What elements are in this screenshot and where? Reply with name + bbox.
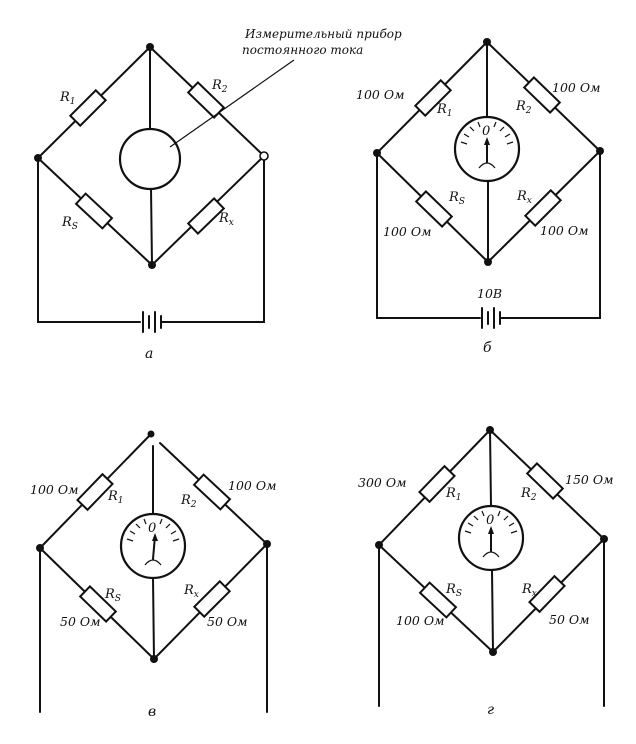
label-rx: Rx (516, 189, 532, 206)
arm-r2 (149, 46, 265, 157)
meter-ticks (126, 518, 180, 542)
arm-r1 (39, 433, 152, 549)
arm-rs (376, 152, 489, 263)
value-rs: 100 Ом (383, 224, 431, 239)
label-rx: Rx (521, 582, 537, 599)
meter-ticks (460, 121, 514, 145)
arm-r1 (37, 46, 151, 159)
label-rs: RS (445, 582, 462, 599)
arm-rs (37, 157, 153, 266)
label-rx: Rx (183, 583, 199, 600)
dc-meter (118, 127, 182, 191)
annotation-leader (169, 59, 295, 148)
value-r1: 100 Ом (356, 87, 404, 102)
meter-zero: 0 (482, 124, 490, 139)
galvanometer: 0 (119, 512, 187, 580)
galvanometer: 0 (457, 504, 525, 572)
label-r2: R2 (180, 493, 197, 510)
label-rs: RS (61, 215, 78, 232)
battery-symbol (481, 307, 501, 329)
bridge-panel-a: Измерительный прибор постоянного тока R1… (34, 27, 402, 362)
caption-d: г (487, 702, 494, 718)
annotation-line1: Измерительный прибор (244, 27, 402, 41)
battery-symbol (142, 311, 162, 333)
value-rx: 100 Ом (540, 223, 588, 238)
value-r1: 100 Ом (30, 482, 78, 497)
arm-r2 (486, 41, 601, 152)
label-r2: R2 (520, 486, 537, 503)
value-r2: 100 Ом (552, 80, 600, 95)
arm-r2 (159, 442, 268, 545)
value-r2: 150 Ом (565, 472, 613, 487)
galvanometer: 0 (453, 115, 521, 183)
value-rx: 50 Ом (207, 614, 248, 629)
caption-c: в (148, 704, 156, 720)
value-rx: 50 Ом (549, 612, 590, 627)
arm-r1 (376, 41, 488, 154)
arm-rs (39, 547, 155, 660)
bridge-panel-b: 0 100 Ом R1 100 Ом R2 RS 100 Ом Rx 100 О… (356, 38, 604, 356)
bridge-panel-d: 0 300 Ом R1 150 Ом R2 RS 100 Ом Rx 50 Ом… (358, 426, 613, 718)
arm-rx (151, 155, 265, 266)
bridge-panel-c: 0 100 Ом R1 100 Ом R2 RS 50 Ом Rx 50 Ом … (30, 430, 276, 720)
caption-a: а (145, 346, 153, 362)
label-r1: R1 (107, 489, 124, 506)
arm-rx (487, 150, 601, 263)
arm-r1 (378, 429, 491, 546)
label-r2: R2 (211, 78, 228, 95)
arm-rx (153, 543, 268, 660)
value-rs: 50 Ом (60, 614, 101, 629)
arm-rx (492, 538, 605, 653)
value-r2: 100 Ом (228, 478, 276, 493)
meter-zero: 0 (148, 521, 156, 536)
arm-r2 (489, 429, 605, 540)
value-r1: 300 Ом (358, 475, 406, 490)
arm-rs (378, 544, 494, 653)
label-rs: RS (104, 587, 121, 604)
label-rx: Rx (218, 211, 234, 228)
battery-voltage: 10В (477, 286, 502, 301)
caption-b: б (483, 340, 492, 356)
label-r2: R2 (515, 99, 532, 116)
label-rs: RS (448, 190, 465, 207)
label-r1: R1 (445, 486, 462, 503)
meter-ticks (464, 510, 518, 534)
meter-zero: 0 (486, 513, 494, 528)
label-r1: R1 (59, 90, 76, 107)
value-rs: 100 Ом (396, 613, 444, 628)
annotation-line2: постоянного тока (242, 43, 363, 57)
label-r1: R1 (436, 102, 453, 119)
